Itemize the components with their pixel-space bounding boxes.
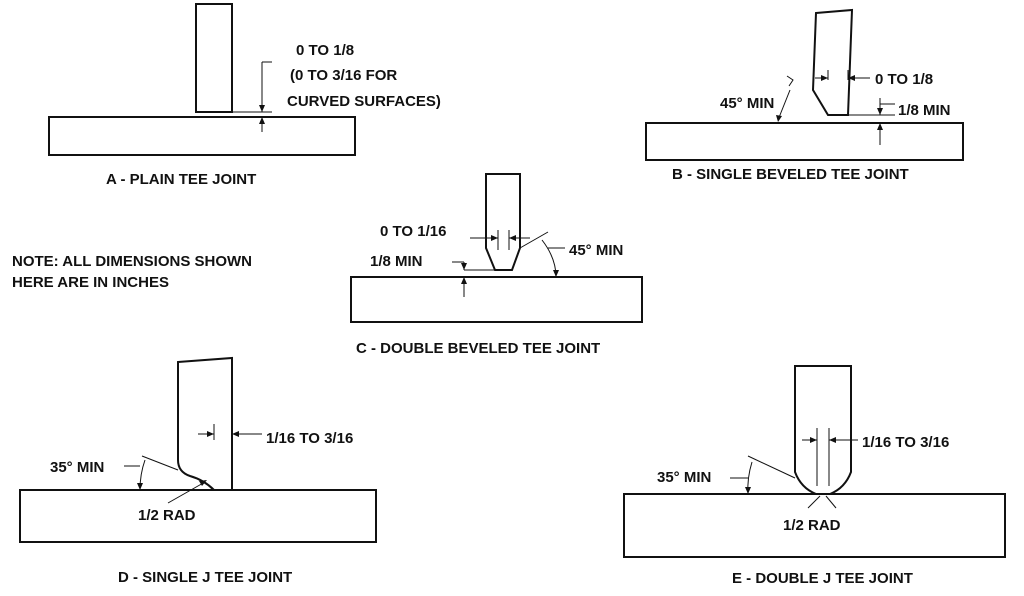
joint-e-caption: E - DOUBLE J TEE JOINT	[732, 570, 913, 587]
note-line-1: NOTE: ALL DIMENSIONS SHOWN	[12, 253, 252, 270]
joint-b-plate	[645, 122, 964, 161]
joint-d-plate	[19, 489, 377, 543]
joint-d-radius-label: 1/2 RAD	[138, 507, 196, 524]
joint-b-gap-label: 1/8 MIN	[898, 102, 951, 119]
joint-d-member	[177, 356, 233, 491]
joint-a-member	[195, 3, 233, 113]
joint-b-caption: B - SINGLE BEVELED TEE JOINT	[672, 166, 909, 183]
joint-c-root-face-label: 0 TO 1/16	[380, 223, 446, 240]
joint-a-gap-label-3: CURVED SURFACES)	[287, 93, 441, 110]
joint-a-gap-label-2: (0 TO 3/16 FOR	[290, 67, 397, 84]
joint-a-gap-label-1: 0 TO 1/8	[296, 42, 354, 59]
joint-a-gap-dimension	[232, 61, 272, 132]
joint-a-plate	[48, 116, 356, 156]
joint-d-angle-label: 35° MIN	[50, 459, 104, 476]
joint-d: 1/16 TO 3/16 35° MIN 1/2 RAD D - SINGLE …	[19, 356, 377, 586]
joint-b-member	[811, 8, 854, 116]
joint-c-member	[485, 173, 521, 271]
joint-a: 0 TO 1/8 (0 TO 3/16 FOR CURVED SURFACES)…	[48, 3, 441, 188]
joint-d-root-face-label: 1/16 TO 3/16	[266, 430, 353, 447]
joint-e-radius-label: 1/2 RAD	[783, 517, 841, 534]
joint-d-caption: D - SINGLE J TEE JOINT	[118, 569, 292, 586]
joint-e: 1/16 TO 3/16 35° MIN 1/2 RAD E - DOUBLE …	[623, 365, 1006, 587]
joint-c-caption: C - DOUBLE BEVELED TEE JOINT	[356, 340, 600, 357]
note-line-2: HERE ARE IN INCHES	[12, 274, 169, 291]
joint-c-gap-label: 1/8 MIN	[370, 253, 423, 270]
joint-c: 0 TO 1/16 1/8 MIN 45° MIN C - DOUBLE BEV…	[350, 173, 643, 357]
joint-b: 0 TO 1/8 45° MIN 1/8 MIN B - SINGLE BEVE…	[645, 8, 964, 183]
joint-b-angle-label: 45° MIN	[720, 95, 774, 112]
joint-b-root-face-label: 0 TO 1/8	[875, 71, 933, 88]
joint-e-member	[794, 365, 852, 495]
joint-a-caption: A - PLAIN TEE JOINT	[106, 171, 256, 188]
joint-c-plate	[350, 276, 643, 323]
joint-e-plate	[623, 493, 1006, 558]
joint-e-root-face-label: 1/16 TO 3/16	[862, 434, 949, 451]
joint-c-angle-label: 45° MIN	[569, 242, 623, 259]
joint-e-angle-label: 35° MIN	[657, 469, 711, 486]
